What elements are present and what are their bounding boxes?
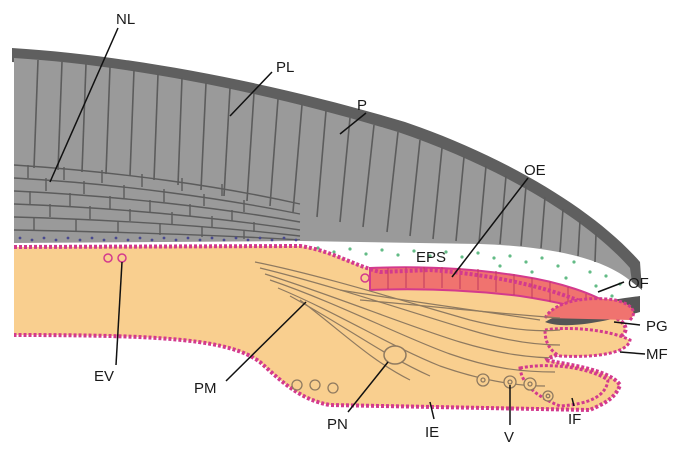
label-oe: OE (524, 162, 546, 179)
label-pn: PN (327, 416, 348, 433)
label-ie: IE (425, 424, 439, 441)
pallial-nerve (384, 346, 406, 364)
label-if: IF (568, 411, 581, 428)
label-eps: EPS (416, 249, 446, 266)
label-p: P (357, 97, 367, 114)
label-ev: EV (94, 368, 114, 385)
label-mf: MF (646, 346, 668, 363)
mantle (14, 246, 640, 410)
label-pg: PG (646, 318, 668, 335)
label-of: OF (628, 275, 649, 292)
label-nl: NL (116, 11, 135, 28)
label-v: V (504, 429, 514, 446)
label-pl: PL (276, 59, 294, 76)
label-pm: PM (194, 380, 217, 397)
